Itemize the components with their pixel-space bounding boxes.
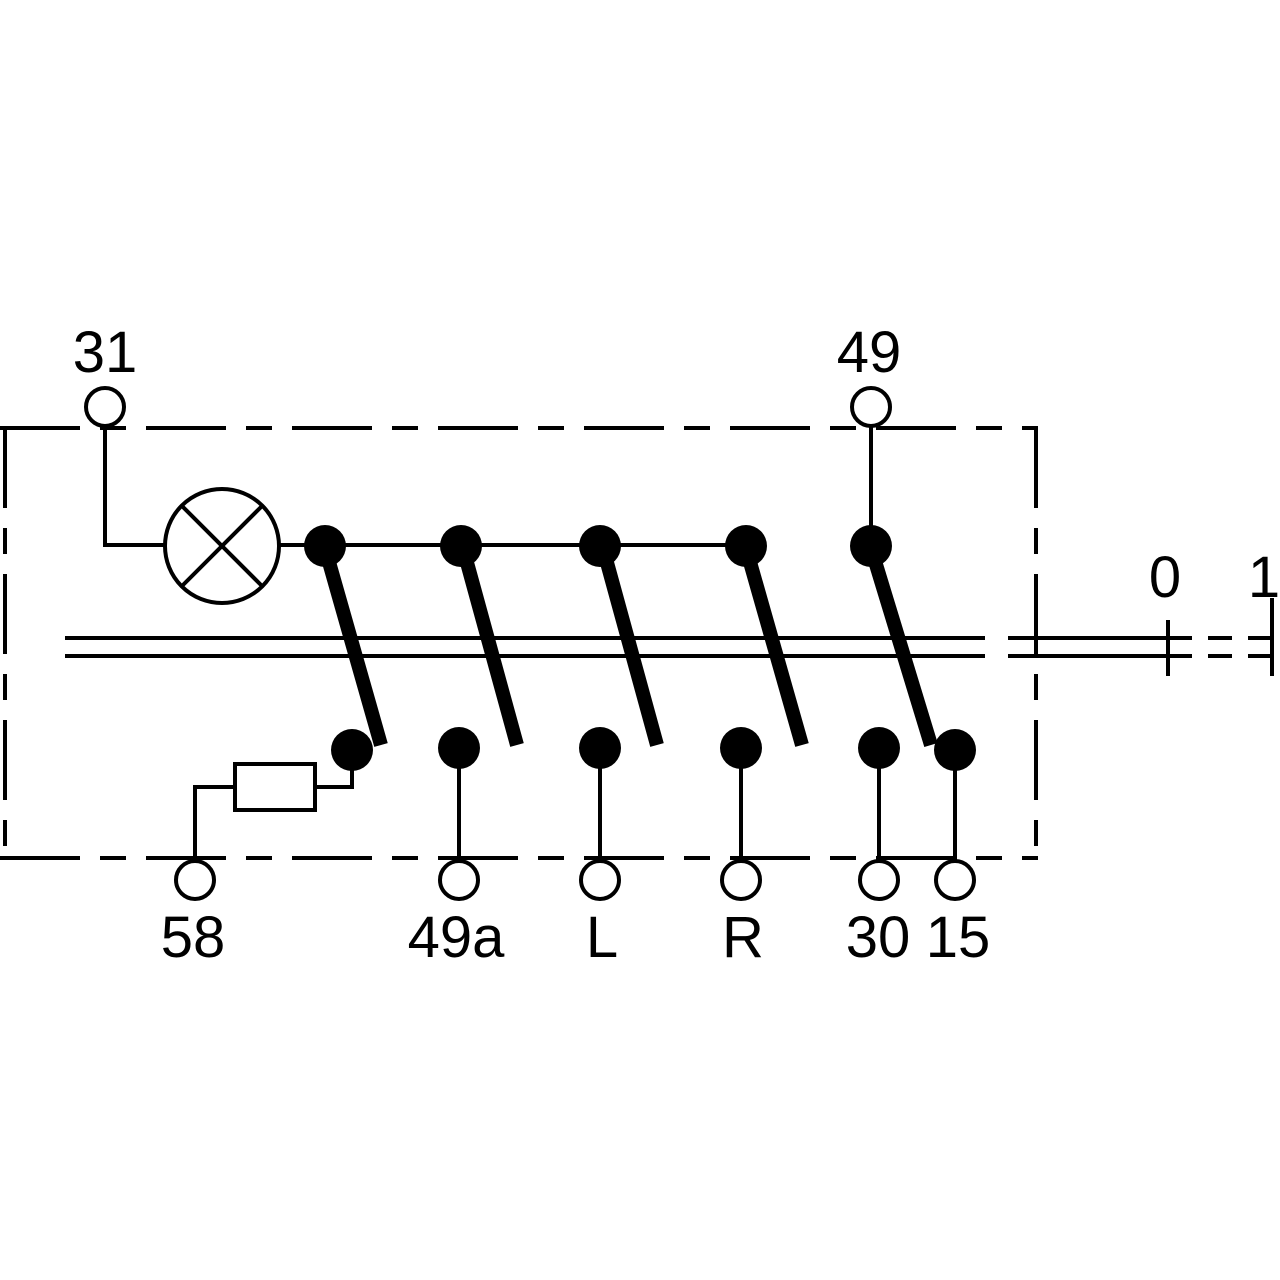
terminal-label-L: L (586, 905, 618, 970)
terminal-30 (858, 859, 900, 901)
contact-points (304, 525, 976, 771)
terminal-15 (934, 859, 976, 901)
terminal-31 (84, 386, 126, 428)
blade-2 (456, 546, 524, 747)
blade-4 (739, 546, 809, 747)
terminal-label-R: R (722, 905, 764, 970)
housing-outline (0, 426, 1038, 860)
terminals (84, 386, 976, 901)
terminal-label-30: 30 (846, 905, 911, 970)
position-label-1: 1 (1248, 545, 1280, 610)
terminal-L (579, 859, 621, 901)
blade-3 (596, 546, 664, 747)
terminal-58 (174, 859, 216, 901)
terminal-R (720, 859, 762, 901)
terminal-49a (438, 859, 480, 901)
actuator-shaft (65, 598, 1275, 676)
resistor-icon (233, 762, 317, 812)
blade-5 (864, 545, 938, 748)
terminal-label-15: 15 (926, 905, 991, 970)
indicator-lamp-icon (163, 487, 281, 605)
terminal-label-31: 31 (73, 320, 138, 385)
position-label-0: 0 (1149, 545, 1181, 610)
terminal-label-58: 58 (161, 905, 226, 970)
terminal-label-49a: 49a (408, 905, 506, 970)
contact-blades (318, 545, 938, 748)
terminal-49 (850, 386, 892, 428)
terminal-label-49: 49 (837, 320, 902, 385)
blade-1 (318, 546, 388, 747)
